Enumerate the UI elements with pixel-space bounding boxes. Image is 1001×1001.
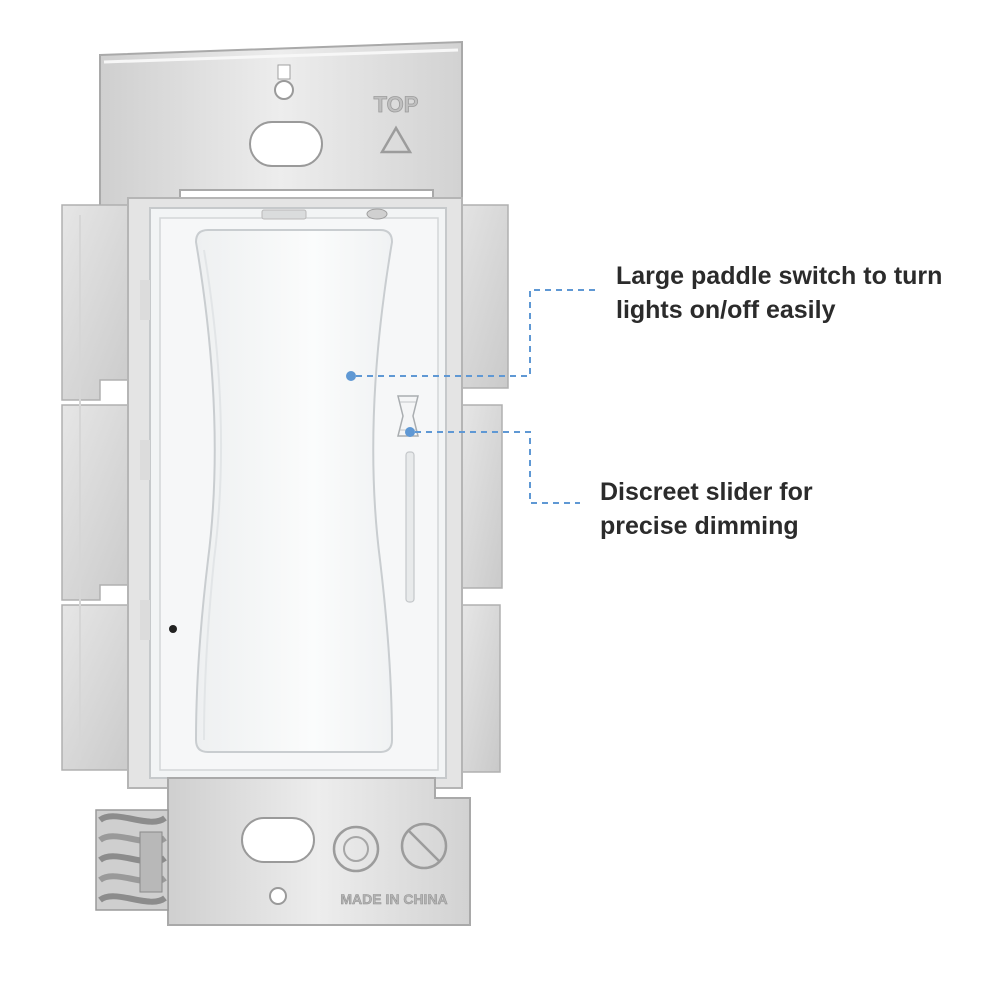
slider-callout-line1: Discreet slider for xyxy=(600,478,813,506)
certification-mark-icon xyxy=(332,825,380,873)
slider-leader-line xyxy=(405,427,580,504)
left-plaster-ears xyxy=(61,204,139,771)
no-lead-mark-icon xyxy=(400,822,448,870)
paddle-callout-line2: lights on/off easily xyxy=(616,296,836,324)
bottom-mounting-strap: MADE IN CHINA xyxy=(167,777,471,926)
paddle-callout-line1: Large paddle switch to turn xyxy=(616,262,943,290)
paddle-leader-line xyxy=(346,289,598,381)
top-arrow-icon xyxy=(379,125,413,154)
slider-callout-line2: precise dimming xyxy=(600,512,799,540)
paddle-switch[interactable] xyxy=(194,229,394,753)
paddle-callout-text: Large paddle switch to turn lights on/of… xyxy=(616,259,942,327)
terminal-connectors xyxy=(95,809,169,911)
right-plaster-ears xyxy=(449,204,509,773)
top-marking: TOP xyxy=(374,92,419,117)
slider-callout-text: Discreet slider for precise dimming xyxy=(600,475,813,543)
origin-marking: MADE IN CHINA xyxy=(340,891,447,907)
top-mounting-strap: TOP xyxy=(99,40,463,211)
indicator-led xyxy=(169,625,177,633)
dimmer-slider[interactable] xyxy=(397,395,419,603)
